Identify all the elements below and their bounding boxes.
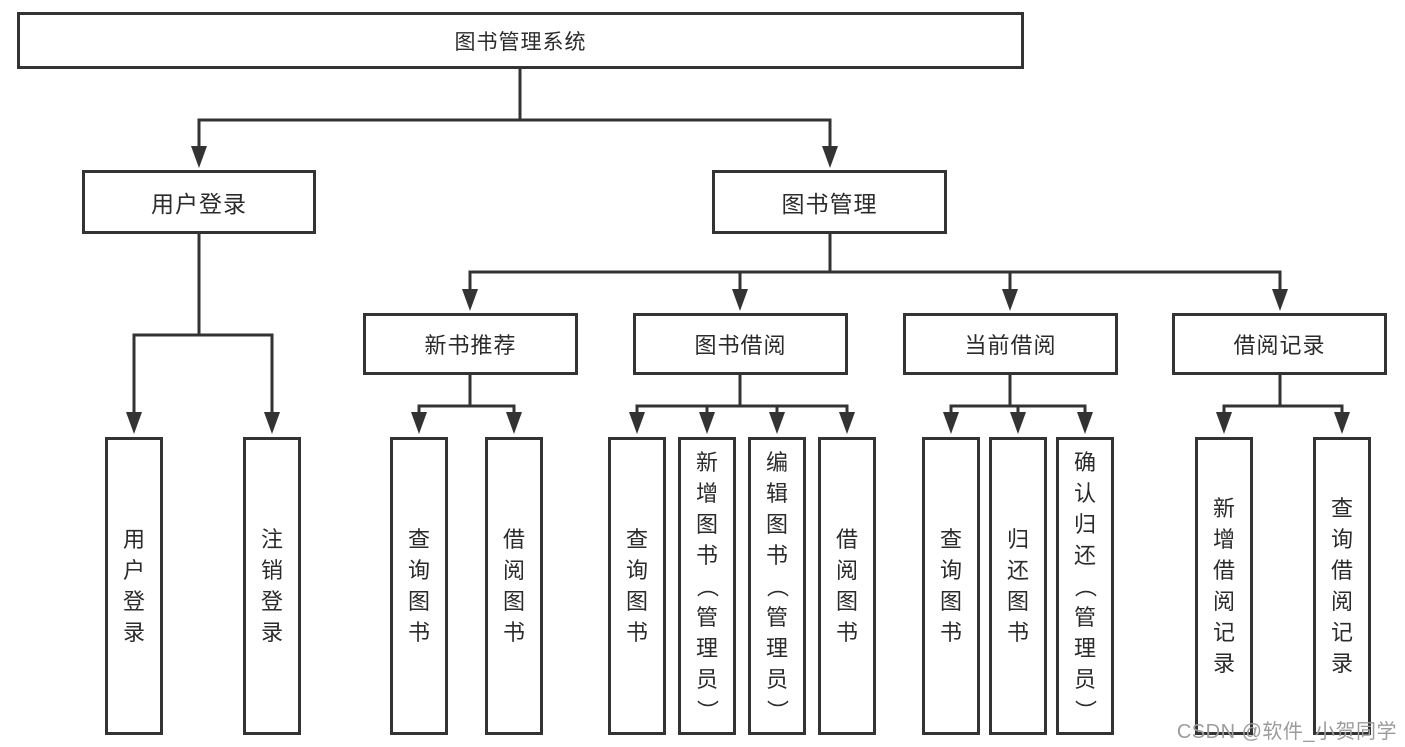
leaf-add-books-admin: 新增图书（管理员） (678, 437, 736, 735)
node-label: 确认归还（管理员） (1072, 449, 1098, 722)
node-label: 借阅图书 (835, 527, 858, 645)
leaf-return-books: 归还图书 (989, 437, 1047, 735)
csdn-watermark: CSDN @软件_小贺同学 (1176, 721, 1397, 743)
node-label: 查询借阅记录 (1330, 496, 1353, 676)
node-label: 借阅记录 (1233, 333, 1326, 358)
leaf-logout: 注销登录 (243, 437, 301, 735)
leaf-query-books-recommend: 查询图书 (390, 437, 448, 735)
node-borrowing-records: 借阅记录 (1172, 313, 1387, 375)
node-label: 当前借阅 (964, 333, 1057, 358)
node-user-login: 用户登录 (82, 170, 316, 234)
node-label: 借阅图书 (502, 527, 525, 645)
node-label: 查询图书 (939, 527, 962, 645)
leaf-query-borrow-record: 查询借阅记录 (1313, 437, 1371, 735)
node-new-book-recommend: 新书推荐 (363, 313, 578, 375)
node-label: 图书管理系统 (454, 30, 587, 54)
node-label: 编辑图书（管理员） (764, 449, 790, 722)
leaf-borrow-books-recommend: 借阅图书 (485, 437, 543, 735)
leaf-edit-books-admin: 编辑图书（管理员） (748, 437, 806, 735)
node-book-borrowing: 图书借阅 (633, 313, 848, 375)
leaf-borrow-books: 借阅图书 (818, 437, 876, 735)
node-label: 图书借阅 (694, 333, 787, 358)
node-label: 查询图书 (625, 527, 648, 645)
node-label: 新增图书（管理员） (694, 449, 720, 722)
node-system-root: 图书管理系统 (17, 12, 1024, 69)
node-label: 注销登录 (260, 527, 283, 645)
node-label: 用户登录 (151, 191, 247, 217)
node-label: 用户登录 (122, 527, 145, 645)
node-label: 新书推荐 (424, 333, 517, 358)
leaf-query-books-current: 查询图书 (922, 437, 980, 735)
node-book-management: 图书管理 (712, 170, 947, 234)
leaf-query-books-borrow: 查询图书 (608, 437, 666, 735)
node-current-borrowing: 当前借阅 (903, 313, 1118, 375)
node-label: 图书管理 (781, 191, 878, 217)
node-label: 归还图书 (1006, 527, 1029, 645)
leaf-add-borrow-record: 新增借阅记录 (1195, 437, 1253, 735)
leaf-confirm-return-admin: 确认归还（管理员） (1056, 437, 1114, 735)
node-label: 新增借阅记录 (1212, 496, 1235, 676)
node-label: 查询图书 (407, 527, 430, 645)
leaf-user-login: 用户登录 (105, 437, 163, 735)
arrowheads (126, 146, 1350, 434)
